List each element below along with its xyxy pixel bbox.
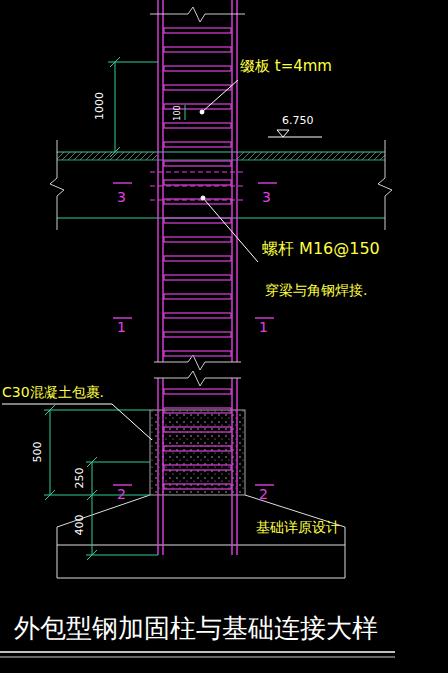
foundation: [57, 495, 345, 578]
batten-plate: [164, 446, 231, 451]
elevation-mark: [268, 130, 322, 137]
drawing-title: 外包型钢加固柱与基础连接大样: [14, 614, 378, 643]
batten-plate: [164, 28, 231, 33]
section-number: 2: [117, 487, 126, 502]
note-text: 基础详原设计: [256, 520, 340, 535]
note-text: 穿梁与角钢焊接.: [265, 283, 367, 298]
batten-plate: [164, 47, 231, 52]
section-number: 3: [117, 190, 126, 205]
batten-plate: [164, 180, 231, 185]
batten-plate: [164, 123, 231, 128]
dimension-text: 250: [74, 468, 86, 489]
concrete-encasement: [150, 410, 245, 495]
batten-plate: [164, 237, 231, 242]
batten-plate: [164, 142, 231, 147]
elevation-text: 6.750: [282, 115, 314, 127]
dimension-text: 400: [74, 515, 86, 536]
batten-plate: [164, 484, 231, 489]
batten-plate: [164, 85, 231, 90]
batten-plate: [164, 389, 231, 394]
batten-plate: [164, 66, 231, 71]
section-number: 3: [262, 190, 271, 205]
through-bolts: [150, 172, 245, 200]
dimension-text: 500: [32, 442, 44, 463]
batten-plate: [164, 161, 231, 166]
note-text: 缀板 t=4mm: [240, 58, 332, 75]
batten-plate: [164, 465, 231, 470]
dimension-lines: [44, 57, 185, 560]
title-underline: [0, 652, 395, 657]
batten-plate: [164, 294, 231, 299]
note-text: 螺杆 M16@150: [262, 240, 380, 258]
leader-lines: [2, 80, 258, 440]
batten-plates: [164, 28, 231, 489]
batten-plate: [164, 351, 231, 356]
section-number: 1: [259, 320, 268, 335]
batten-plate: [164, 408, 231, 413]
batten-plate: [164, 313, 231, 318]
section-number: 2: [259, 487, 268, 502]
batten-plate: [164, 275, 231, 280]
batten-plate: [164, 256, 231, 261]
batten-plate: [164, 332, 231, 337]
batten-plate: [164, 427, 231, 432]
section-number: 1: [117, 320, 126, 335]
dimension-text: 100: [174, 105, 183, 120]
note-text: C30混凝土包裹.: [2, 385, 104, 400]
steel-column: [150, 0, 245, 555]
floor-slab: [50, 140, 392, 230]
section-marks: [113, 183, 277, 485]
dimension-text: 1000: [94, 92, 106, 120]
